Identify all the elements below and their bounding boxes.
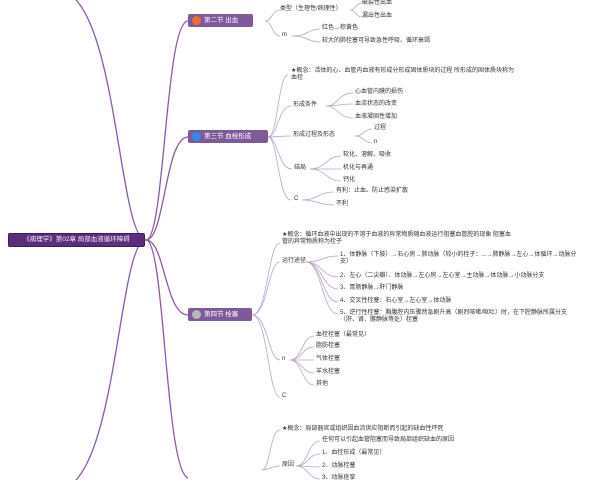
embolism-n-label[interactable]: n bbox=[282, 356, 286, 362]
section-thrombosis-label: 第三节 血栓形成 bbox=[204, 133, 252, 140]
section-bleeding-label: 第二节 出血 bbox=[204, 17, 239, 24]
bleeding-type-item[interactable]: 漏出性出血 bbox=[362, 13, 393, 19]
embolism-n-item[interactable]: 血栓栓塞（最常见） bbox=[316, 332, 371, 338]
thrombosis-c-item[interactable]: 有利：止血、防止感染扩散 bbox=[336, 188, 409, 194]
infarction-cause-label[interactable]: 原因 bbox=[282, 462, 295, 468]
bleeding-m-label[interactable]: m bbox=[282, 32, 287, 38]
embolism-n-item[interactable]: 气体栓塞 bbox=[316, 356, 341, 362]
section-thrombosis-node[interactable]: 第三节 血栓形成 bbox=[188, 130, 268, 143]
embolism-path-item[interactable]: 1、体静脉（下肢）→右心房→肺动脉（较小的栓子：...→肺静脉→左心→体循环→动… bbox=[340, 252, 577, 265]
orange-circle-icon bbox=[192, 16, 201, 25]
embolism-n-item[interactable]: 脂肪栓塞 bbox=[316, 343, 341, 349]
blue-circle-icon bbox=[192, 132, 201, 141]
section-bleeding-node[interactable]: 第二节 出血 bbox=[188, 14, 253, 27]
embolism-path-item[interactable]: 3、胃肠静脉→肝门静脉 bbox=[340, 285, 404, 291]
grey-circle-icon bbox=[192, 310, 201, 319]
section-embolism-node[interactable]: 第四节 栓塞 bbox=[188, 308, 252, 321]
thrombosis-process-item[interactable]: 过程 bbox=[374, 125, 387, 131]
embolism-path-label[interactable]: 运行途径 bbox=[282, 258, 307, 264]
infarction-concept[interactable]: ★概念：局部器官或组织因血流供应阻断而引起的缺血性坏死 bbox=[282, 426, 444, 432]
thrombosis-outcome-label[interactable]: 结局 bbox=[294, 165, 307, 171]
thrombosis-process-label[interactable]: 形成过程及形态 bbox=[293, 132, 336, 138]
thrombosis-c-item[interactable]: 不利 bbox=[336, 201, 349, 207]
bleeding-type-label[interactable]: 类型（生理性/病理性） bbox=[280, 6, 342, 12]
thrombosis-process-item[interactable]: n bbox=[374, 139, 378, 145]
thrombosis-concept[interactable]: ★概念：活体的心、血管内血液有形成分形成固体质块的过程 所形成的固体质块称为血栓 bbox=[291, 68, 515, 81]
infarction-cause-item[interactable]: 3、动脉痉挛 bbox=[322, 475, 356, 481]
root-node[interactable]: 《病理学》第02章 局部血液循环障碍 bbox=[8, 233, 145, 247]
thrombosis-condition-item[interactable]: 血液凝固性增加 bbox=[355, 114, 398, 120]
embolism-path-item[interactable]: 5、逆行性栓塞：胸腹腔内压骤然急剧升高（剧烈咳嗽/呕吐）时，在下腔静脉所属分支（… bbox=[340, 310, 568, 323]
bleeding-type-item[interactable]: 破裂性出血 bbox=[362, 0, 393, 6]
thrombosis-condition-item[interactable]: 血流状态的改变 bbox=[355, 101, 398, 107]
embolism-n-item[interactable]: 其他 bbox=[316, 381, 329, 387]
infarction-cause-item[interactable]: 1、血栓形成（最常见） bbox=[322, 450, 386, 456]
bleeding-m-item[interactable]: 较大的肺栓塞可导致急性呼吸、循环衰竭 bbox=[322, 38, 431, 44]
embolism-path-item[interactable]: 2、左心（二尖瓣）、体动脉→左心房→左心室→主动脉→体动脉→小动脉分支 bbox=[340, 273, 545, 279]
infarction-cause-item[interactable]: 2、动脉栓塞 bbox=[322, 463, 356, 469]
thrombosis-outcome-item[interactable]: 钙化 bbox=[343, 177, 356, 183]
embolism-c-label[interactable]: C bbox=[282, 393, 287, 399]
thrombosis-outcome-item[interactable]: 软化、溶解、吸收 bbox=[343, 152, 392, 158]
infarction-cause-note[interactable]: 任何可以引起血管阻塞而导致局部组织缺血的原因 bbox=[322, 437, 455, 443]
section-embolism-label: 第四节 栓塞 bbox=[204, 311, 239, 318]
embolism-path-item[interactable]: 4、交叉性栓塞：右心室→左心室→体动脉 bbox=[340, 298, 452, 304]
thrombosis-conditions-label[interactable]: 形成条件 bbox=[293, 102, 318, 108]
embolism-concept[interactable]: ★概念：循环血液中出现的不溶于血液的异常物质随血液运行阻塞血管腔的现象 阻塞血管… bbox=[282, 232, 512, 245]
thrombosis-c-label[interactable]: C bbox=[294, 196, 299, 202]
thrombosis-condition-item[interactable]: 心血管内膜的损伤 bbox=[355, 89, 404, 95]
bleeding-m-item[interactable]: 红色→棕黄色 bbox=[322, 25, 359, 31]
embolism-n-item[interactable]: 羊水栓塞 bbox=[316, 369, 341, 375]
thrombosis-outcome-item[interactable]: 机化与再通 bbox=[343, 165, 374, 171]
